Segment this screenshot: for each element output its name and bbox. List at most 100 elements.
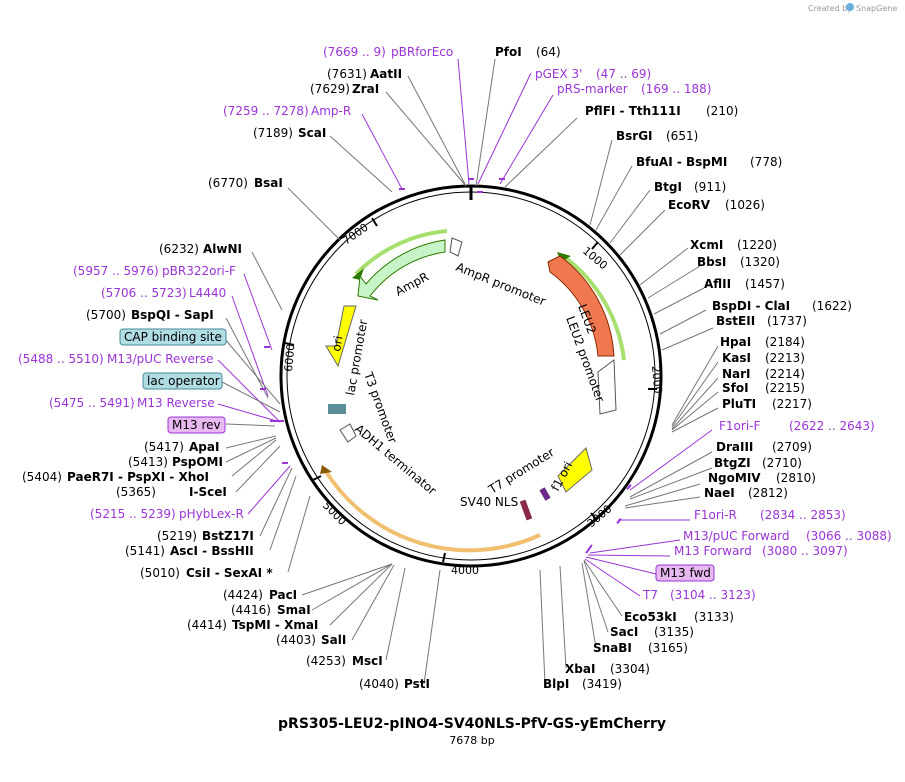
site-csii-pos: (5010) — [140, 566, 180, 580]
site-i-scei: I-SceI — [189, 485, 227, 499]
primer-m13-forward-pos: (3080 .. 3097) — [762, 544, 848, 558]
primer-m13puc-forward: M13/pUC Forward — [683, 529, 790, 543]
site-hpai-pos: (2184) — [765, 335, 805, 349]
site-draiii: DraIII — [716, 440, 753, 454]
site-asci: AscI - BssHII — [170, 544, 254, 558]
lac-operator-label: lac operator — [147, 374, 220, 388]
tick-1000: 1000 — [580, 244, 610, 272]
tick-6000: 6000 — [282, 343, 297, 372]
site-kasi-pos: (2213) — [765, 351, 805, 365]
site-bspdi: BspDI - ClaI — [712, 299, 790, 313]
site-smai: SmaI — [277, 603, 311, 617]
ampr-arrow — [357, 239, 446, 301]
site-bsrgi: BsrGI — [616, 129, 653, 143]
snapgene-logo-icon — [846, 3, 854, 11]
site-snabi: SnaBI — [593, 641, 632, 655]
cap-binding-site-box — [119, 328, 227, 346]
site-eco53ki-pos: (3133) — [694, 610, 734, 624]
primer-phyblex-r-pos: (5215 .. 5239) — [90, 507, 176, 521]
ori-label: ori — [329, 335, 345, 353]
site-sfoi-pos: (2215) — [765, 381, 805, 395]
adh1-arc — [323, 468, 541, 553]
site-pflfi-pos: (210) — [706, 104, 738, 118]
m13-fwd-box — [655, 564, 715, 582]
site-tspmi: TspMI - XmaI — [232, 618, 318, 632]
site-bsai-pos: (6770) — [208, 176, 248, 190]
site-kasi: KasI — [722, 351, 751, 365]
tick-2000: 2000 — [649, 365, 664, 394]
cap-binding-site-label: CAP binding site — [124, 330, 222, 344]
sv40-nls-label: SV40 NLS — [460, 495, 518, 509]
ampr-label: AmpR — [393, 269, 431, 298]
site-blpi: BlpI — [543, 677, 569, 691]
site-btgi-pos: (911) — [694, 180, 726, 194]
site-saci: SacI — [610, 625, 638, 639]
m13-rev-label: M13 rev — [172, 418, 221, 432]
site-bspdi-pos: (1622) — [812, 299, 852, 313]
ori-arrow — [325, 305, 357, 368]
leu2-promoter-arrow — [597, 359, 617, 415]
site-bfuai-pos: (778) — [750, 155, 782, 169]
site-bstz17i: BstZ17I — [202, 529, 254, 543]
site-pfoi: PfoI — [495, 45, 522, 59]
site-naei-pos: (2812) — [748, 486, 788, 500]
t7-promoter-mark — [539, 487, 551, 501]
ampr-promoter-arrow — [449, 237, 463, 257]
site-pspomi: PspOMI — [172, 455, 223, 469]
site-alwni: AlwNI — [203, 242, 242, 256]
primer-l4440-pos: (5706 .. 5723) — [101, 286, 187, 300]
site-apai: ApaI — [189, 440, 219, 454]
site-pluti: PluTI — [722, 397, 756, 411]
site-sali-pos: (4403) — [276, 633, 316, 647]
site-xcmi: XcmI — [690, 238, 723, 252]
site-sfoi: SfoI — [722, 381, 749, 395]
primer-l4440: L4440 — [189, 286, 226, 300]
site-sali: SalI — [321, 633, 346, 647]
site-pluti-pos: (2217) — [772, 397, 812, 411]
watermark-text: Created by — [808, 4, 852, 13]
site-draiii-pos: (2709) — [772, 440, 812, 454]
site-nari-pos: (2214) — [765, 367, 805, 381]
site-bbsi-pos: (1320) — [740, 255, 780, 269]
adh1-small-arrow — [339, 423, 357, 443]
left-site-labels: (7669 .. 9) pBRforEco (7631) AatII (7629… — [18, 45, 453, 691]
site-msci: MscI — [352, 654, 383, 668]
sv40-nls-mark — [519, 499, 533, 521]
site-zrai-pos: (7629) — [310, 82, 350, 96]
site-hpai: HpaI — [720, 335, 751, 349]
m13-rev-box — [167, 416, 226, 434]
site-pspomi-pos: (5413) — [128, 455, 168, 469]
primer-m13-forward: M13 Forward — [674, 544, 752, 558]
primer-site-marks — [260, 178, 632, 554]
site-btgi: BtgI — [654, 180, 682, 194]
primer-pgex3-pos: (47 .. 69) — [596, 67, 651, 81]
primer-m13-reverse-pos: (5475 .. 5491) — [49, 396, 135, 410]
site-asci-pos: (5141) — [125, 544, 165, 558]
tick-5000: 5000 — [320, 499, 349, 528]
site-btgzi: BtgZI — [714, 456, 751, 470]
primer-amp-r-pos: (7259 .. 7278) — [223, 104, 309, 118]
leu2-arc — [561, 254, 626, 361]
primer-f1ori-r-pos: (2834 .. 2853) — [760, 508, 846, 522]
primer-f1ori-f-pos: (2622 .. 2643) — [789, 419, 875, 433]
primer-amp-r: Amp-R — [311, 104, 351, 118]
site-ngomiv-pos: (2810) — [776, 471, 816, 485]
site-zrai: ZraI — [352, 82, 379, 96]
left-leaders — [217, 58, 470, 685]
site-msci-pos: (4253) — [306, 654, 346, 668]
site-aflii-pos: (1457) — [745, 277, 785, 291]
site-apai-pos: (5417) — [144, 440, 184, 454]
site-pfoi-pos: (64) — [536, 45, 561, 59]
site-i-scei-pos: (5365) — [116, 485, 156, 499]
site-saci-pos: (3135) — [654, 625, 694, 639]
primer-pbrforeco: pBRforEco — [391, 45, 453, 59]
right-site-labels: PfoI (64) pGEX 3' (47 .. 69) pRS-marker … — [495, 45, 892, 691]
m13-fwd-label: M13 fwd — [660, 566, 711, 580]
right-leaders — [475, 58, 719, 685]
lac-promoter-box — [328, 404, 346, 414]
site-scai: ScaI — [298, 126, 326, 140]
site-paci: PacI — [269, 588, 297, 602]
site-eco53ki: Eco53kI — [624, 610, 677, 624]
primer-pbr322ori-f-pos: (5957 .. 5976) — [73, 264, 159, 278]
